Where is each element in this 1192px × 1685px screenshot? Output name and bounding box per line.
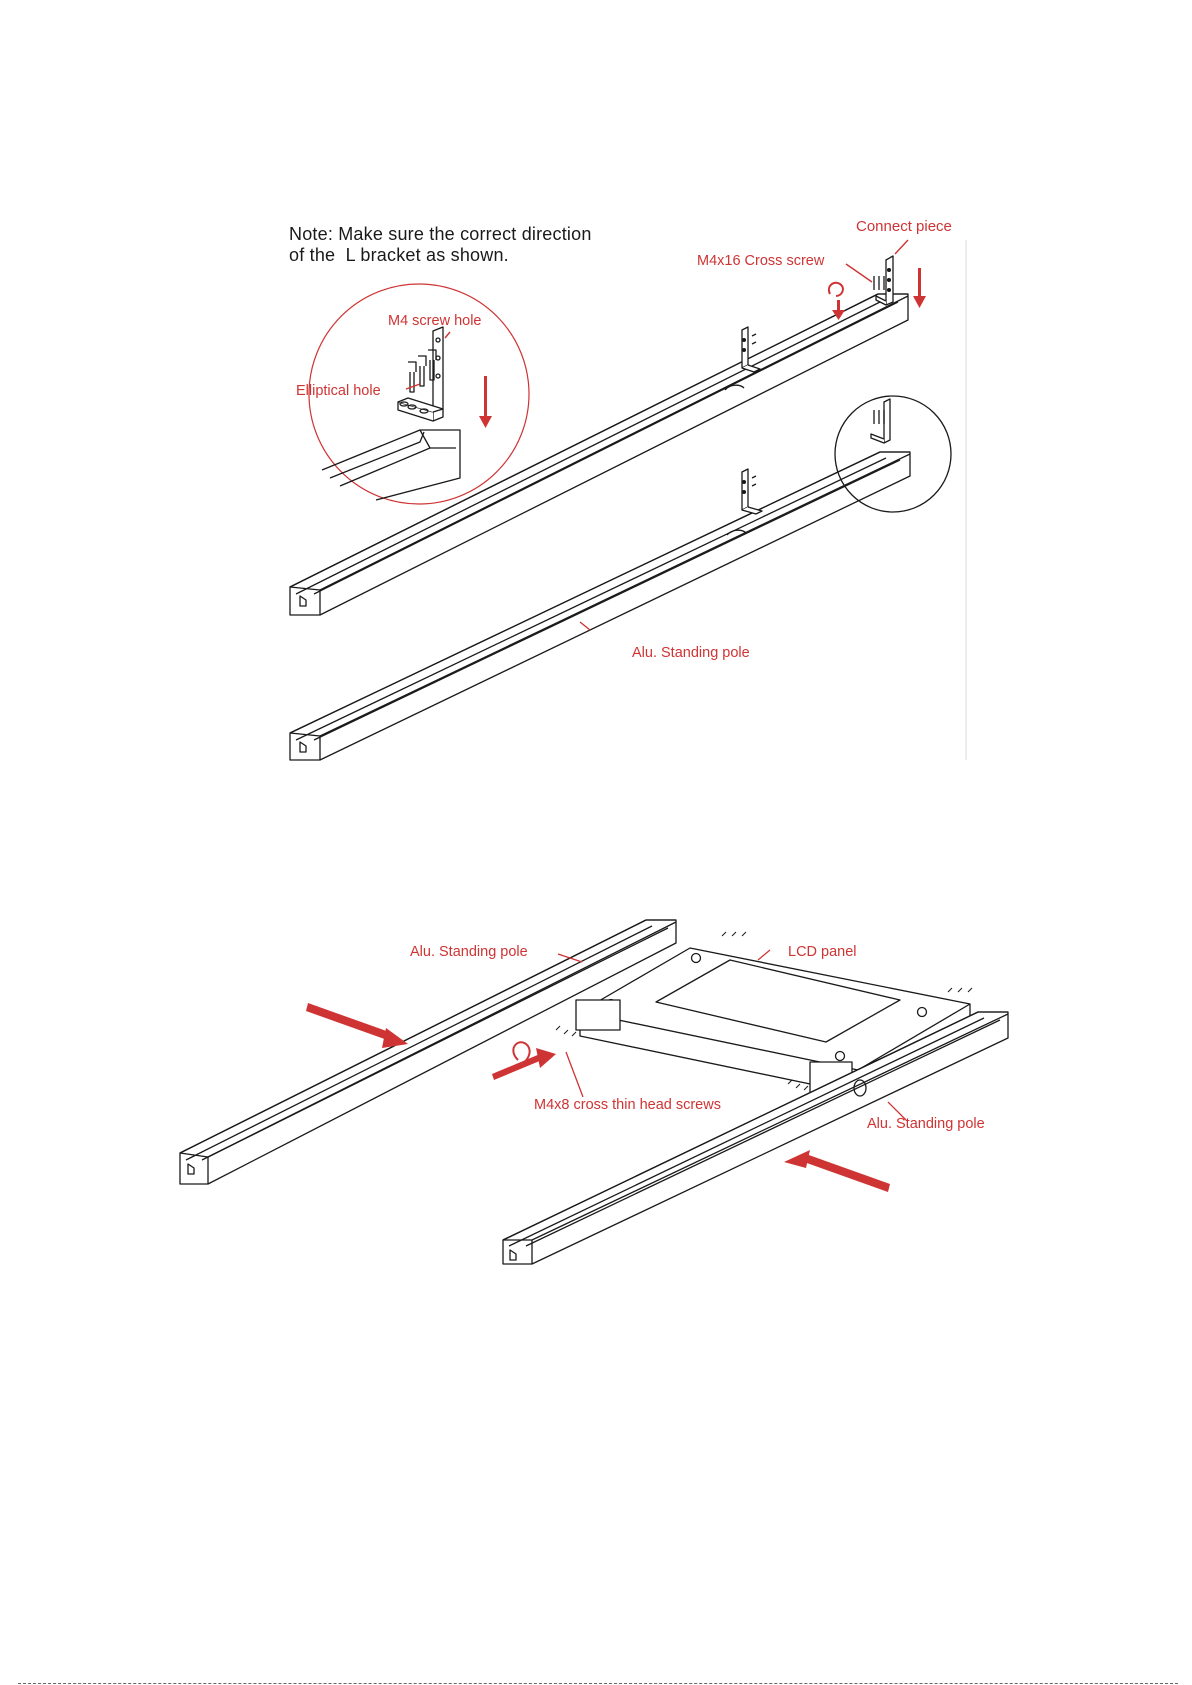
screw-cluster-top <box>556 932 972 1090</box>
label-m4-screw-hole: M4 screw hole <box>388 313 481 329</box>
note-line-1: Note: Make sure the correct direction <box>289 224 689 245</box>
label-lcd-panel: LCD panel <box>788 944 857 960</box>
lcd-panel-frame <box>576 948 970 1094</box>
assembly-note: Note: Make sure the correct direction of… <box>289 224 689 266</box>
label-right-standing-pole: Alu. Standing pole <box>867 1116 985 1132</box>
top-assembly-diagram <box>0 0 1192 800</box>
note-line-2: of the L bracket as shown. <box>289 245 689 266</box>
label-alu-standing-pole: Alu. Standing pole <box>632 645 750 661</box>
label-elliptical-hole: Elliptical hole <box>296 383 381 399</box>
upper-standing-pole <box>290 294 908 615</box>
bottom-leaders <box>558 950 906 1120</box>
magnified-screws <box>408 350 436 392</box>
right-standing-pole <box>503 1012 1008 1264</box>
page-bottom-rule <box>18 1683 1178 1684</box>
bracket-in-right-circle <box>871 399 890 443</box>
magnified-pole-end <box>322 430 460 500</box>
label-connect-piece: Connect piece <box>856 219 952 235</box>
rotate-arrow <box>513 1042 529 1064</box>
label-thin-head-screws: M4x8 cross thin head screws <box>534 1097 721 1113</box>
bracket-mid-lower <box>742 469 762 514</box>
label-cross-screw: M4x16 Cross screw <box>697 253 824 269</box>
label-left-standing-pole: Alu. Standing pole <box>410 944 528 960</box>
